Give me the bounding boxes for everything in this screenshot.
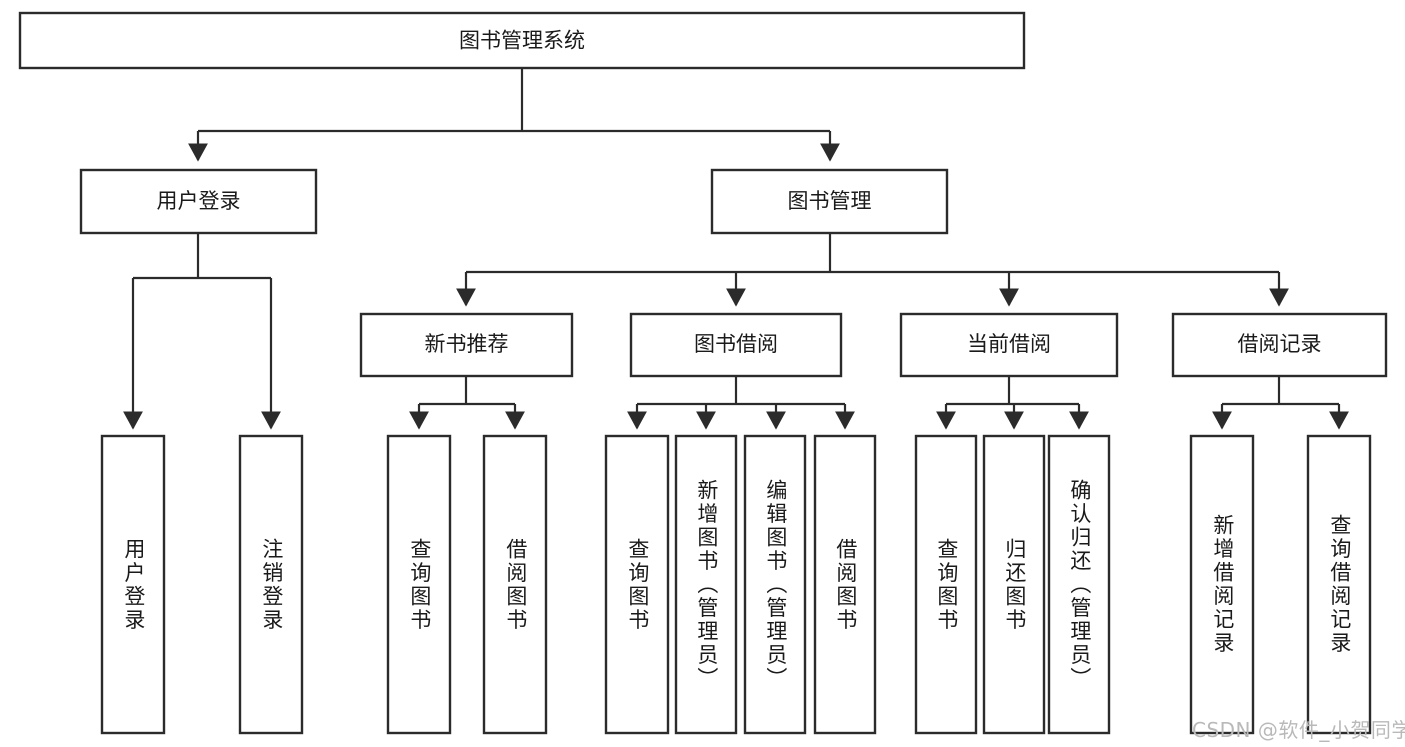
leaf-book-borrow-1[interactable]: 查询图书 — [606, 436, 668, 733]
leaf-box-borrow-record-2[interactable] — [1306, 434, 1372, 735]
leaf-borrow-record-1-label: 新增借阅记录 — [1210, 514, 1235, 655]
leaf-box-current-borrow-3[interactable] — [1047, 434, 1111, 735]
leaf-boxes — [100, 434, 1372, 735]
leaf-new-book-2-label: 借阅图书 — [503, 537, 528, 632]
leaf-current-borrow-2-label: 归还图书 — [1002, 537, 1027, 632]
node-book-manage-label: 图书管理 — [788, 189, 872, 213]
leaf-book-borrow-3-label: 编辑图书（管理员） — [763, 478, 788, 691]
connector-group-root — [188, 68, 840, 162]
leaf-new-book-1[interactable]: 查询图书 — [388, 436, 450, 733]
leaf-user-login-1[interactable]: 用户登录 — [102, 436, 164, 733]
node-root-label: 图书管理系统 — [459, 29, 585, 53]
leaf-box-user-login-2[interactable] — [238, 434, 304, 735]
node-current-borrow-box[interactable] — [899, 312, 1119, 378]
leaf-borrow-record-1[interactable]: 新增借阅记录 — [1191, 436, 1253, 733]
node-borrow-record-label: 借阅记录 — [1238, 332, 1322, 356]
leaf-box-book-borrow-4[interactable] — [813, 434, 877, 735]
connector-group-borrow-record — [1212, 376, 1349, 430]
leaf-box-new-book-2[interactable] — [482, 434, 548, 735]
leaf-book-borrow-3[interactable]: 编辑图书（管理员） — [745, 436, 805, 733]
leaf-book-borrow-4[interactable]: 借阅图书 — [815, 436, 875, 733]
node-book-manage-box[interactable] — [710, 168, 949, 235]
node-book-borrow-label: 图书借阅 — [694, 332, 778, 356]
leaf-book-borrow-2-label: 新增图书（管理员） — [694, 478, 719, 691]
leaf-book-borrow-1-label: 查询图书 — [625, 537, 650, 632]
leaf-book-borrow-4-label: 借阅图书 — [833, 537, 858, 632]
node-new-book-box[interactable] — [359, 312, 574, 378]
leaf-box-book-borrow-2[interactable] — [674, 434, 738, 735]
node-root-box[interactable] — [18, 11, 1026, 70]
leaf-box-current-borrow-1[interactable] — [914, 434, 978, 735]
leaf-box-user-login-1[interactable] — [100, 434, 166, 735]
leaf-box-borrow-record-1[interactable] — [1189, 434, 1255, 735]
node-user-login-box[interactable] — [79, 168, 318, 235]
connector-group-current-borrow — [936, 376, 1089, 430]
leaf-current-borrow-3[interactable]: 确认归还（管理员） — [1049, 436, 1109, 733]
leaf-new-book-1-label: 查询图书 — [407, 537, 432, 632]
leaf-user-login-1-label: 用户登录 — [121, 537, 146, 632]
leaf-user-login-2[interactable]: 注销登录 — [240, 436, 302, 733]
connector-group-new-book — [409, 376, 525, 430]
leaf-box-book-borrow-3[interactable] — [743, 434, 807, 735]
connector-group-user-login — [123, 233, 281, 430]
node-book-borrow-box[interactable] — [629, 312, 843, 378]
leaf-borrow-record-2[interactable]: 查询借阅记录 — [1308, 436, 1370, 733]
leaf-borrow-record-2-label: 查询借阅记录 — [1327, 514, 1352, 655]
leaf-box-current-borrow-2[interactable] — [982, 434, 1046, 735]
leaf-current-borrow-1[interactable]: 查询图书 — [916, 436, 976, 733]
leaf-current-borrow-2[interactable]: 归还图书 — [984, 436, 1044, 733]
leaf-book-borrow-2[interactable]: 新增图书（管理员） — [676, 436, 736, 733]
node-new-book-label: 新书推荐 — [425, 332, 509, 356]
leaf-box-book-borrow-1[interactable] — [604, 434, 670, 735]
leaf-new-book-2[interactable]: 借阅图书 — [484, 436, 546, 733]
leaf-user-login-2-label: 注销登录 — [259, 537, 284, 632]
leaf-current-borrow-3-label: 确认归还（管理员） — [1067, 478, 1092, 691]
node-current-borrow-label: 当前借阅 — [967, 332, 1051, 356]
leaf-box-new-book-1[interactable] — [386, 434, 452, 735]
node-borrow-record-box[interactable] — [1171, 312, 1388, 378]
csdn-watermark: CSDN @软件_小贺同学 — [1192, 718, 1405, 742]
connector-group-book-borrow — [627, 376, 855, 430]
leaf-current-borrow-1-label: 查询图书 — [934, 537, 959, 632]
connector-group-book-manage — [456, 233, 1289, 307]
node-user-login-label: 用户登录 — [157, 189, 241, 213]
